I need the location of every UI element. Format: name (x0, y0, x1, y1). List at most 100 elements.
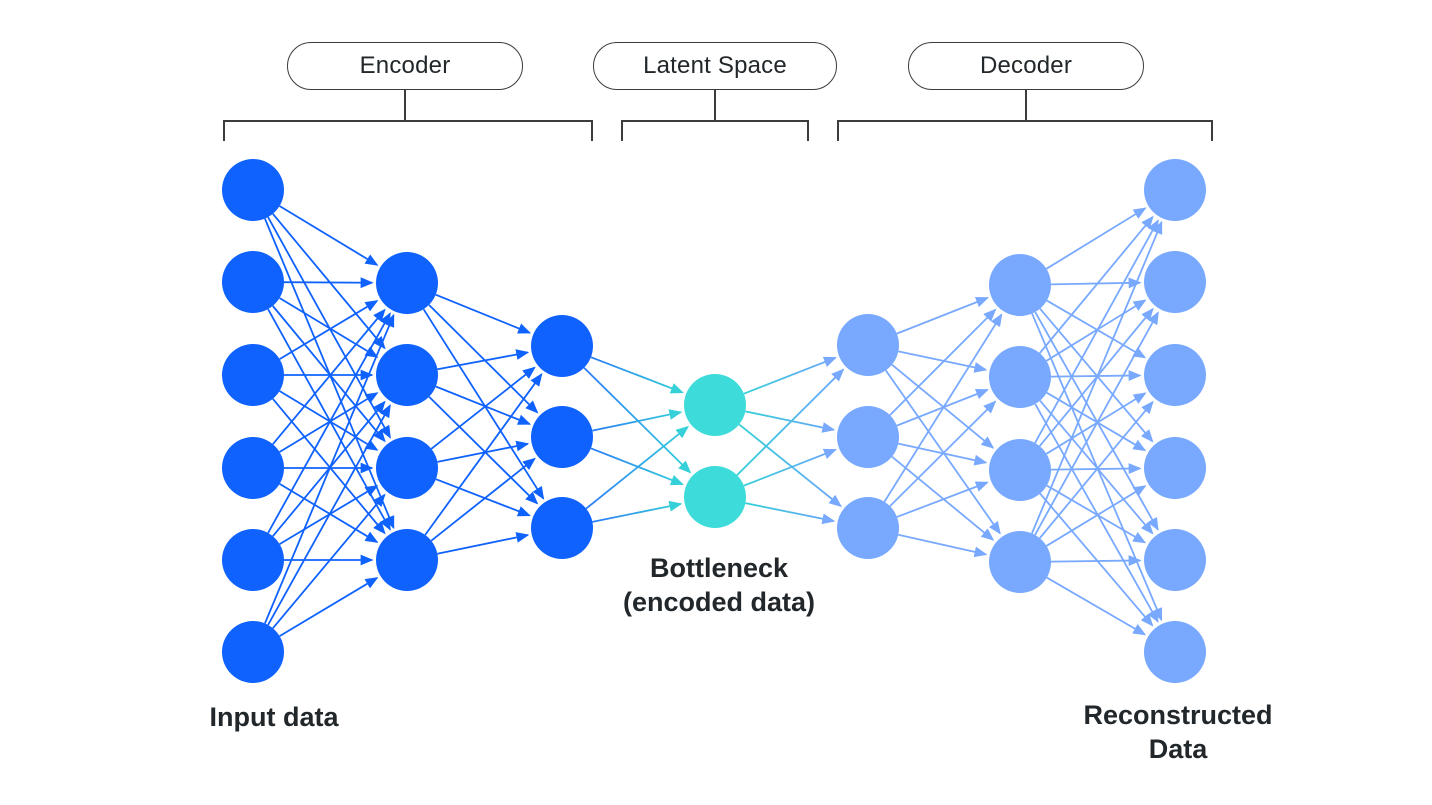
edge (590, 447, 684, 486)
decoder-hidden-1-node (837, 314, 899, 376)
input-layer-node (222, 621, 284, 683)
encoder-pill-label: Encoder (359, 52, 451, 79)
edge (592, 500, 683, 523)
edge (283, 277, 374, 289)
edge (435, 385, 532, 425)
bottleneck-label-line1: Bottleneck (649, 553, 789, 583)
reconstructed-data-label: Reconstructed Data (1083, 698, 1272, 766)
decoder-hidden-1-node (837, 406, 899, 468)
edge (279, 390, 379, 451)
edge (898, 533, 988, 558)
edge (891, 455, 995, 541)
edge (738, 423, 842, 508)
reconstructed-data-label-line1: Reconstructed (1083, 700, 1273, 730)
edge (272, 213, 386, 350)
edge (745, 502, 836, 525)
edge (1039, 215, 1154, 354)
edge (743, 356, 837, 395)
bottleneck-label-line2: (encoded data) (622, 587, 816, 617)
decoder-hidden-2-node (989, 439, 1051, 501)
edge (267, 312, 391, 534)
input-data-label-line: Input data (209, 702, 339, 732)
output-layer-node (1144, 621, 1206, 683)
edge (1046, 576, 1147, 636)
input-layer-node (222, 159, 284, 221)
reconstructed-data-label-line2: Data (1148, 734, 1208, 764)
encoder-hidden-1-node (376, 344, 438, 406)
edge (435, 293, 532, 334)
edge (590, 356, 684, 394)
edge (592, 409, 683, 432)
input-layer-node (222, 344, 284, 406)
output-layer-node (1144, 344, 1206, 406)
input-layer-node (222, 251, 284, 313)
edge (279, 205, 379, 266)
edge (279, 577, 379, 637)
edge (898, 442, 988, 466)
edge (1046, 299, 1147, 359)
edge (1050, 555, 1142, 567)
edge (1034, 403, 1159, 623)
edge (889, 400, 997, 507)
edge (428, 396, 539, 505)
output-layer-node (1144, 159, 1206, 221)
edge (896, 296, 989, 335)
edge (1034, 311, 1159, 536)
decoder-pill-label: Decoder (979, 52, 1073, 79)
bracket-lines (223, 90, 1213, 141)
edge (885, 369, 1001, 535)
edge (1039, 400, 1154, 539)
edge (422, 308, 545, 500)
encoder-hidden-1-node (376, 529, 438, 591)
encoder-pill: Encoder (287, 42, 523, 90)
edge (437, 532, 530, 555)
edge (896, 481, 989, 518)
input-layer-node (222, 437, 284, 499)
edge (883, 313, 1003, 503)
edge (583, 367, 692, 474)
latent-space-pill: Latent Space (593, 42, 837, 90)
encoder-hidden-1-node (376, 437, 438, 499)
encoder-hidden-1-node (376, 252, 438, 314)
edge (1031, 220, 1163, 534)
edge (891, 363, 995, 449)
bottleneck-label: Bottleneck (encoded data) (623, 551, 815, 619)
edge (896, 388, 989, 427)
edge (272, 308, 386, 445)
input-data-label: Input data (210, 700, 339, 734)
decoder-hidden-1-node (837, 497, 899, 559)
edge (1046, 484, 1147, 544)
encoder-bracket (223, 120, 593, 141)
decoder-bracket (837, 120, 1213, 141)
edge (1050, 277, 1142, 289)
edge (1046, 391, 1147, 452)
edge (279, 392, 379, 453)
latent-space-pill-label: Latent Space (643, 52, 787, 79)
edge (279, 300, 379, 360)
output-layer-node (1144, 529, 1206, 591)
decoder-hidden-2-node (989, 346, 1051, 408)
encoder-hidden-2-node (531, 315, 593, 377)
bottleneck-layer-node (684, 374, 746, 436)
output-layer-node (1144, 437, 1206, 499)
edge (437, 440, 530, 463)
edge (279, 297, 379, 358)
connection-edges (264, 205, 1163, 637)
edge (424, 373, 543, 536)
decoder-pill: Decoder (908, 42, 1144, 90)
edge (428, 304, 539, 414)
edge (743, 448, 837, 487)
edge (267, 404, 391, 626)
edge (1050, 463, 1142, 475)
edge (272, 493, 386, 629)
decoder-hidden-2-node (989, 531, 1051, 593)
edge (430, 457, 536, 542)
decoder-hidden-2-node (989, 254, 1051, 316)
network-nodes (222, 159, 1206, 683)
edge (1050, 370, 1142, 382)
edge (1045, 207, 1147, 270)
edge (1045, 299, 1147, 362)
edge (430, 366, 536, 450)
edge (898, 350, 988, 373)
